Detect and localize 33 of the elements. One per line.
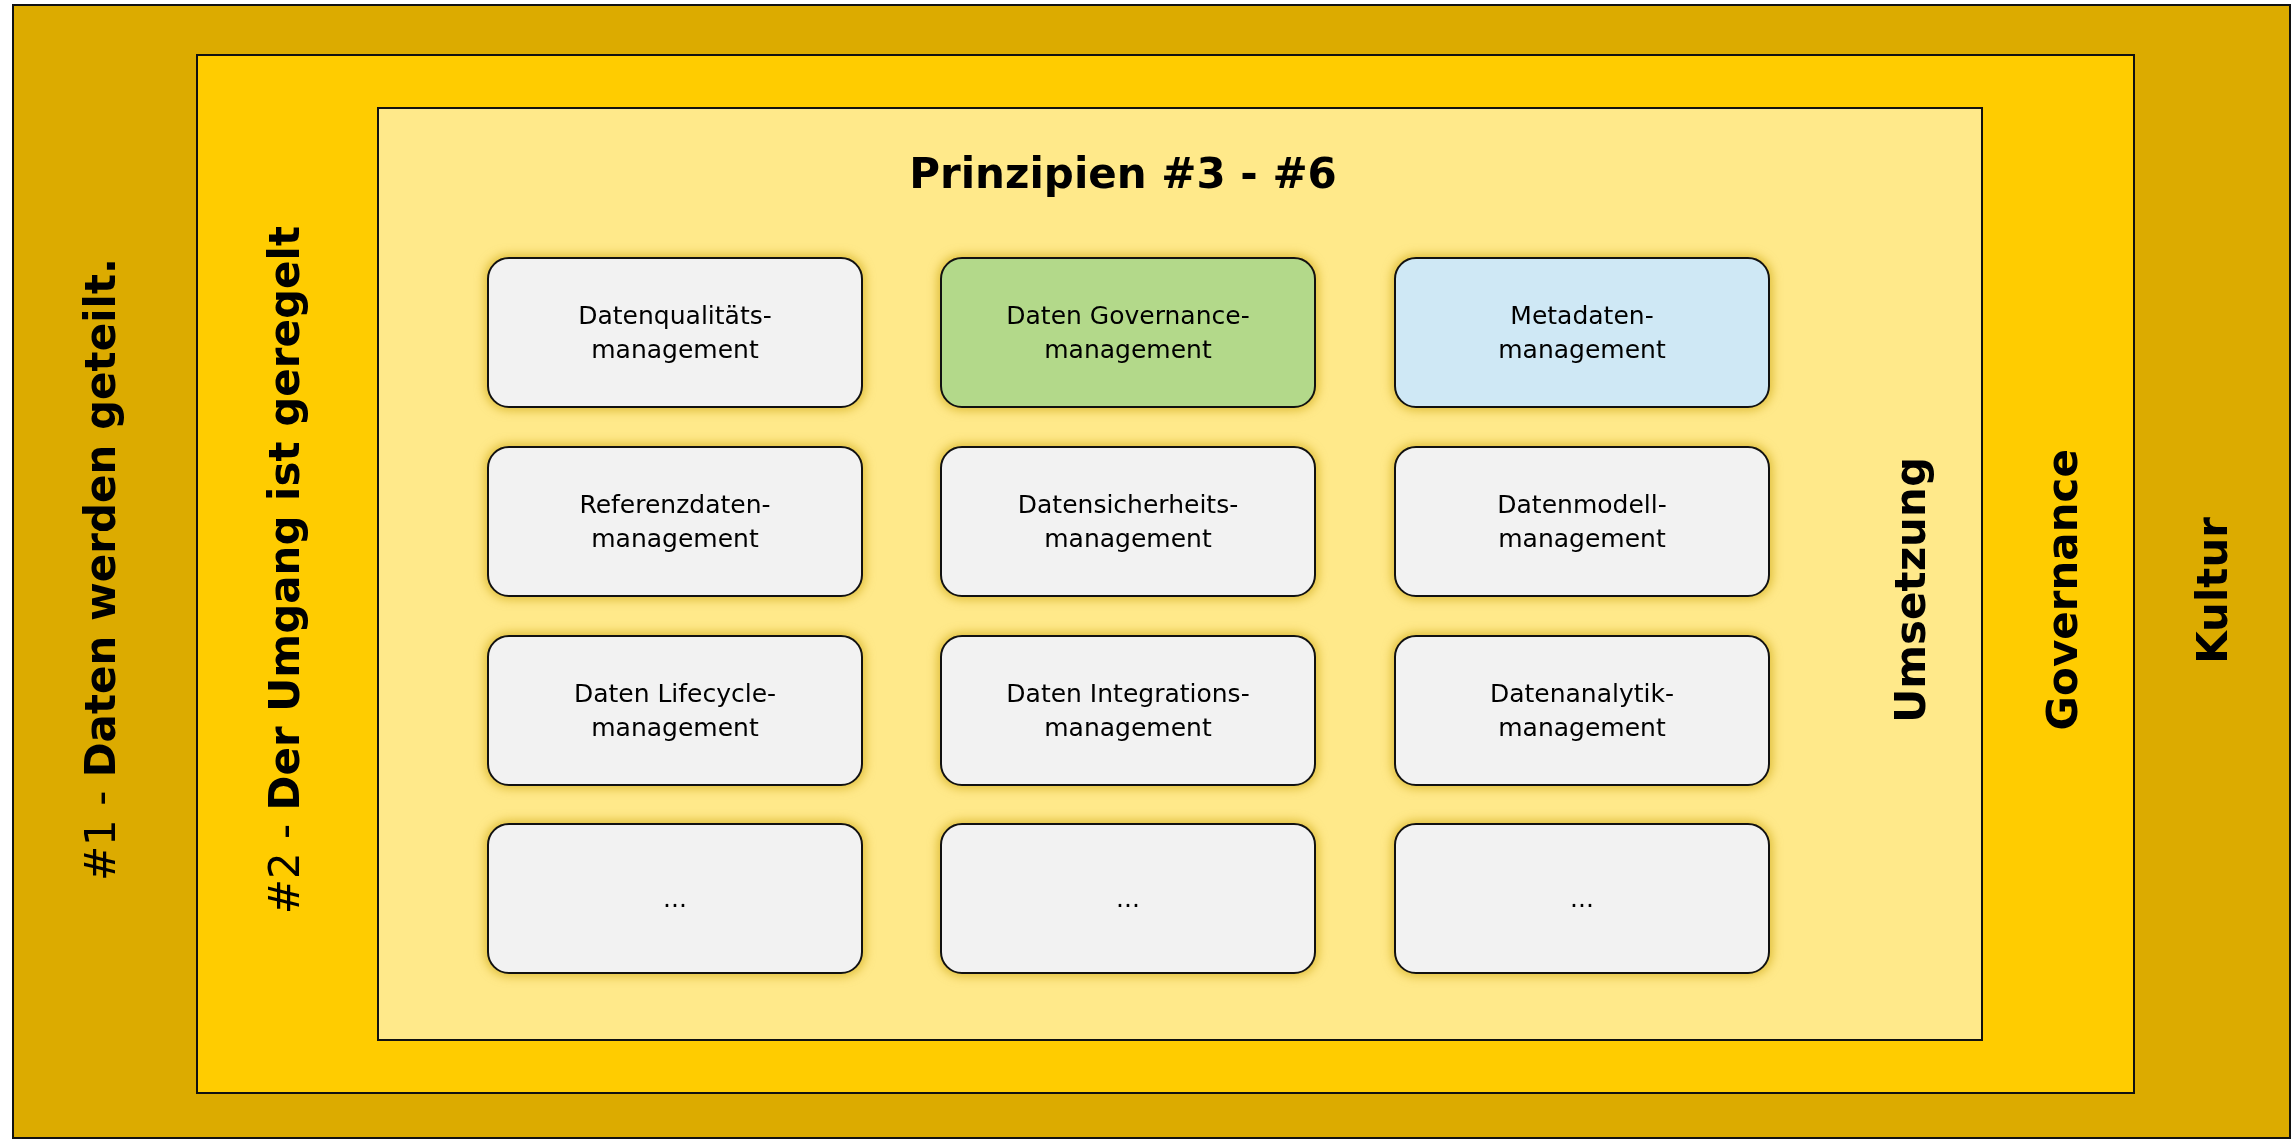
box-label: ...: [1115, 882, 1141, 915]
box-label: Daten Governance-management: [1005, 299, 1251, 366]
container-box: [196, 54, 2135, 1094]
process-box: [1394, 446, 1770, 597]
process-box: [1394, 823, 1770, 974]
process-box: [940, 257, 1316, 408]
container-box: [12, 4, 2291, 1139]
process-box: [1394, 257, 1770, 408]
process-box: [1394, 635, 1770, 786]
side-label: Kultur: [2187, 516, 2237, 664]
box-label: ...: [662, 882, 688, 915]
box-label: ...: [1569, 882, 1595, 915]
process-box: [487, 446, 863, 597]
process-box: [487, 257, 863, 408]
box-label: Datensicherheits-management: [1016, 488, 1240, 555]
box-label: Metadaten-management: [1497, 299, 1667, 366]
side-label: #1 - Daten werden geteilt.: [75, 258, 125, 882]
box-label: Referenzdaten-management: [578, 488, 772, 555]
process-box: [940, 823, 1316, 974]
section-title: Prinzipien #3 - #6: [909, 148, 1337, 198]
box-label: Datenanalytik-management: [1488, 677, 1676, 744]
process-box: [487, 823, 863, 974]
box-label: Datenmodell-management: [1496, 488, 1668, 555]
box-label: Daten Lifecycle-management: [572, 677, 778, 744]
process-box: [940, 635, 1316, 786]
process-box: [487, 635, 863, 786]
box-label: Datenqualitäts-management: [577, 299, 773, 366]
box-label: Daten Integrations-management: [1005, 677, 1251, 744]
side-label: Umsetzung: [1885, 457, 1935, 723]
container-box: [377, 107, 1983, 1041]
side-label: Governance: [2037, 449, 2087, 731]
process-box: [940, 446, 1316, 597]
side-label: #2 - Der Umgang ist geregelt: [259, 225, 309, 915]
